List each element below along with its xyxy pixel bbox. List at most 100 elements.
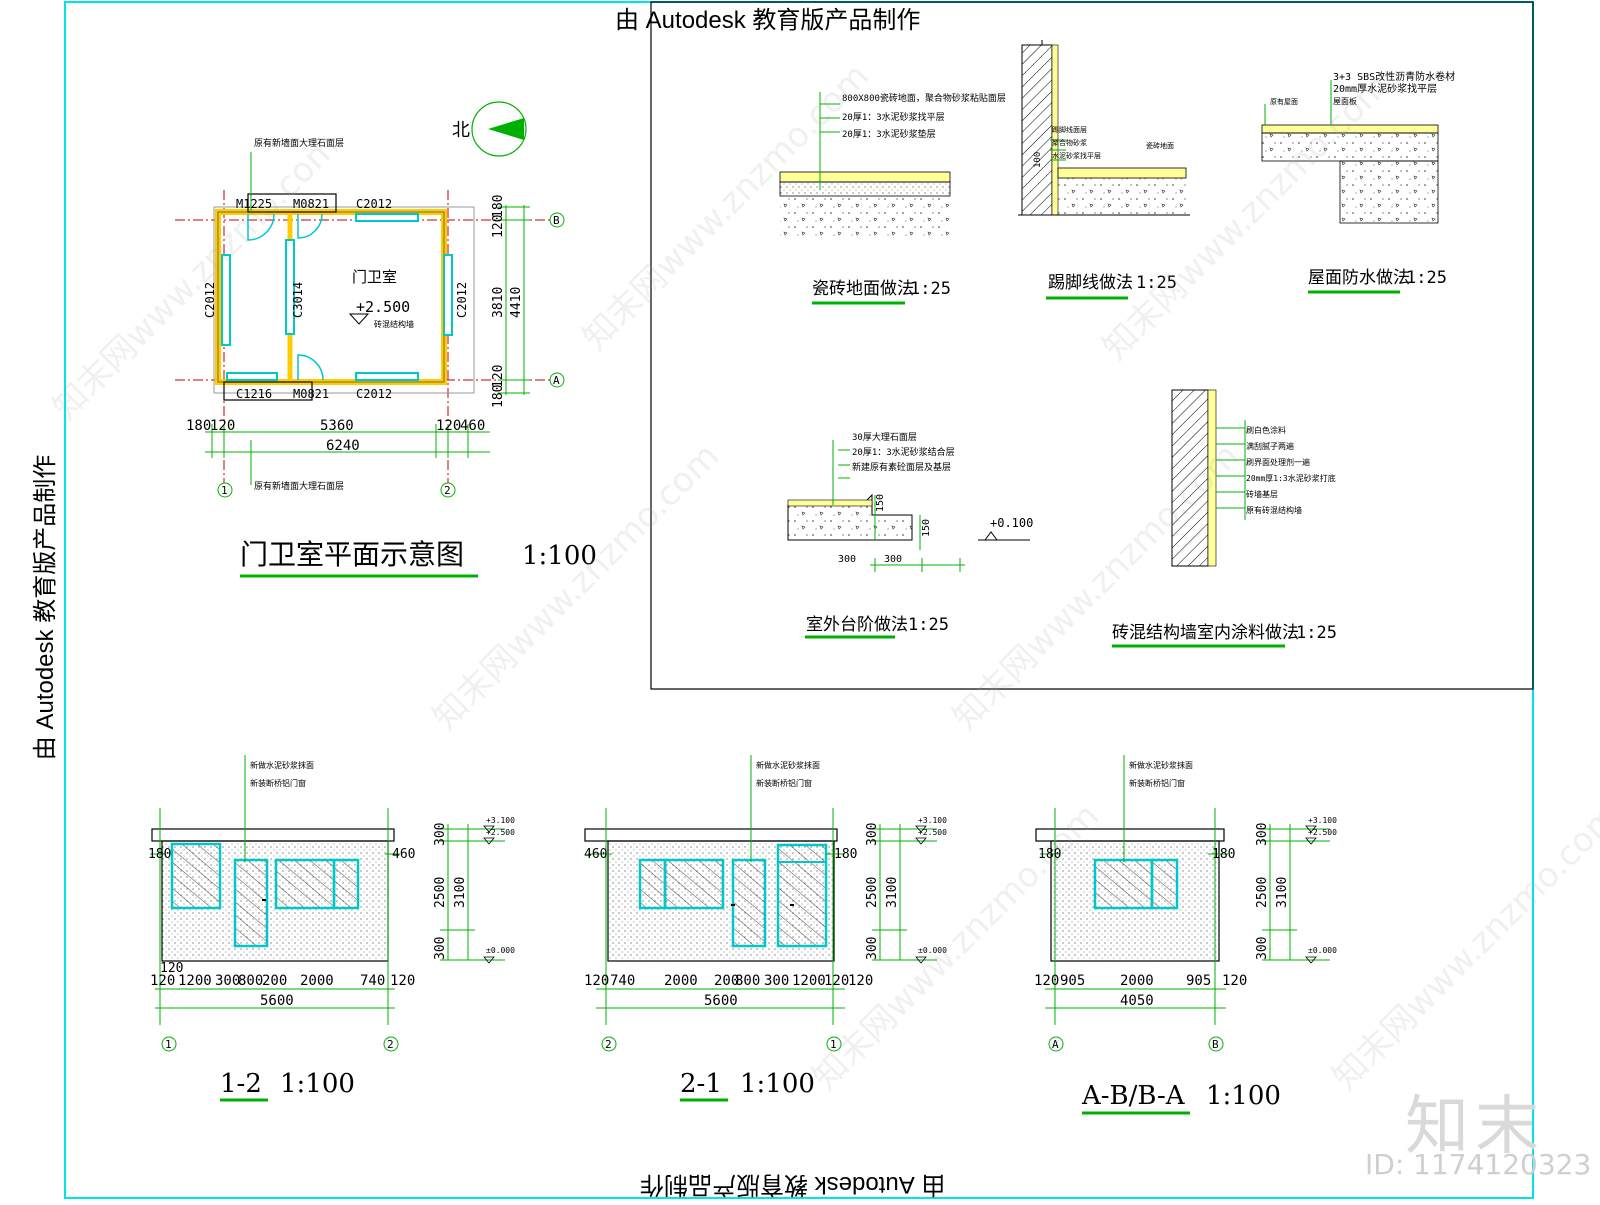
elev2-scale: 1:100	[740, 1069, 815, 1099]
elev2-dim-2: 740	[610, 973, 635, 989]
plan-axis-a: A	[553, 374, 560, 387]
elev3-dim-total: 4050	[1120, 993, 1154, 1009]
elev2-axis-2: 1	[830, 1038, 837, 1051]
elev2-note-2: 新装断桥铝门窗	[756, 778, 812, 788]
detail-1-note-2: 20厚1：3水泥砂浆找平层	[842, 111, 945, 123]
detail-box	[650, 1, 1534, 690]
elev1-dim-4: 800	[238, 973, 263, 989]
detail-4-dim-2: 300	[884, 554, 902, 565]
elev1-dim-extra: 120	[160, 961, 183, 976]
elev2-dim-6: 300	[764, 973, 789, 989]
autodesk-watermark-left: 由 Autodesk 教育版产品制作	[32, 454, 60, 761]
elev1-axis-2: 2	[387, 1038, 394, 1051]
plan-dim-5: 460	[460, 418, 485, 434]
elev1-scale: 1:100	[280, 1069, 355, 1099]
plan-axis-2: 2	[444, 484, 451, 497]
detail-4-note-2: 20厚1：3水泥砂浆结合层	[852, 446, 955, 458]
plan-title: 门卫室平面示意图	[240, 538, 464, 571]
elev3-dim-2: 905	[1060, 973, 1085, 989]
plan-dim-4: 120	[436, 418, 461, 434]
plan-rdim-4: 4410	[509, 287, 524, 318]
elev2-dim-3: 2000	[664, 973, 698, 989]
elev2-vdim-1: 300	[865, 823, 880, 846]
elev3-axis-1: A	[1052, 1038, 1059, 1051]
elev1-vdim-2: 2500	[433, 877, 448, 908]
detail-2-title: 踢脚线做法	[1048, 273, 1133, 293]
plan-rdim-5: 120	[491, 365, 506, 388]
plan-level-note: 砖混结构墙	[374, 319, 414, 329]
elev3-vdim-4: 300	[1255, 937, 1270, 960]
elev2-axis-1: 2	[605, 1038, 612, 1051]
plan-window-bottom-2: M0821	[293, 387, 329, 401]
elev3-dim-left: 180	[1038, 847, 1061, 862]
elevation-a-b	[1035, 755, 1330, 1115]
elev3-note-2: 新装断桥铝门窗	[1129, 778, 1185, 788]
plan-dim-1: 180	[186, 418, 211, 434]
elev3-title: A-B/B-A	[1081, 1081, 1186, 1111]
detail-2-scale: 1:25	[1136, 273, 1177, 293]
plan-north: 北	[452, 120, 470, 141]
elev2-dim-4: 200	[714, 973, 739, 989]
elev3-level-1: +3.100	[1308, 816, 1337, 825]
elev2-dim-9: 120	[848, 973, 873, 989]
elev2-vdim-2: 2500	[865, 877, 880, 908]
plan-rdim-6: 180	[491, 385, 506, 408]
plan-dim-3: 5360	[320, 418, 354, 434]
detail-4-dim-4: 150	[921, 519, 932, 537]
elev2-dim-7: 1200	[792, 973, 826, 989]
elev3-scale: 1:100	[1206, 1081, 1281, 1111]
detail-3-note-3: 屋面板	[1333, 96, 1357, 106]
elev1-dim-7: 740	[360, 973, 385, 989]
detail-4-dim-3: 150	[875, 494, 886, 512]
detail-4-dim-1: 300	[838, 554, 856, 565]
elev1-level-3: ±0.000	[486, 946, 515, 955]
plan-side-left: C2012	[203, 282, 217, 318]
elev1-dim-3: 300	[215, 973, 240, 989]
plan-window-top-3: C2012	[356, 197, 392, 211]
elev3-dim-3: 2000	[1120, 973, 1154, 989]
detail-5-title: 砖混结构墙室内涂料做法	[1112, 623, 1299, 643]
plan-level: +2.500	[356, 298, 410, 316]
brand-logo: 知末	[1405, 1090, 1545, 1164]
elev3-vdim-1: 300	[1255, 823, 1270, 846]
plan-note-top: 原有新墙面大理石面层	[254, 137, 344, 149]
plan-note-bottom: 原有新墙面大理石面层	[254, 480, 344, 492]
elev1-dim-6: 2000	[300, 973, 334, 989]
elev1-dim-8: 120	[390, 973, 415, 989]
elev3-level-3: ±0.000	[1308, 946, 1337, 955]
plan-dim-total: 6240	[326, 438, 360, 454]
elevation-1-2	[150, 755, 505, 1102]
plan-scale: 1:100	[522, 541, 597, 571]
plan-window-top-2: M0821	[293, 197, 329, 211]
plan-dim-2: 120	[210, 418, 235, 434]
detail-1-scale: 1:25	[910, 279, 951, 299]
detail-5-note-3: 刷界面处理剂一遍	[1246, 457, 1310, 467]
plan-room: 门卫室	[352, 268, 397, 286]
elev1-dim-right: 460	[392, 847, 415, 862]
elev3-vdim-2: 2500	[1255, 877, 1270, 908]
detail-5-note-6: 原有砖混结构墙	[1246, 505, 1302, 515]
elev3-level-2: +2.500	[1308, 828, 1337, 837]
plan-window-bottom-1: C1216	[236, 387, 272, 401]
elev3-vdim-3: 3100	[1275, 877, 1290, 908]
elev1-level-2: +2.500	[486, 828, 515, 837]
detail-4-scale: 1:25	[908, 615, 949, 635]
elev2-dim-1: 120	[584, 973, 609, 989]
plan-axis-b: B	[553, 214, 560, 227]
plan-window-top-1: M1225	[236, 197, 272, 211]
plan-rdim-3: 3810	[491, 287, 506, 318]
plan-rdim-1: 180	[491, 195, 506, 218]
detail-1-note-1: 800X800瓷砖地面，聚合物砂浆粘贴面层	[842, 92, 1006, 104]
elev3-dim-5: 120	[1222, 973, 1247, 989]
elev2-dim-total: 5600	[704, 993, 738, 1009]
elev1-dim-left: 180	[148, 847, 171, 862]
detail-3-note-4: 原有屋面	[1270, 97, 1298, 106]
elev3-dim-1: 120	[1034, 973, 1059, 989]
elev2-dim-8: 120	[824, 973, 849, 989]
elev1-dim-5: 200	[262, 973, 287, 989]
detail-2-note-4: 瓷砖地面	[1146, 141, 1174, 150]
detail-4-title: 室外台阶做法	[806, 615, 908, 635]
detail-3-note-1: 3+3 SBS改性沥青防水卷材	[1333, 70, 1455, 83]
elev2-vdim-4: 300	[865, 937, 880, 960]
